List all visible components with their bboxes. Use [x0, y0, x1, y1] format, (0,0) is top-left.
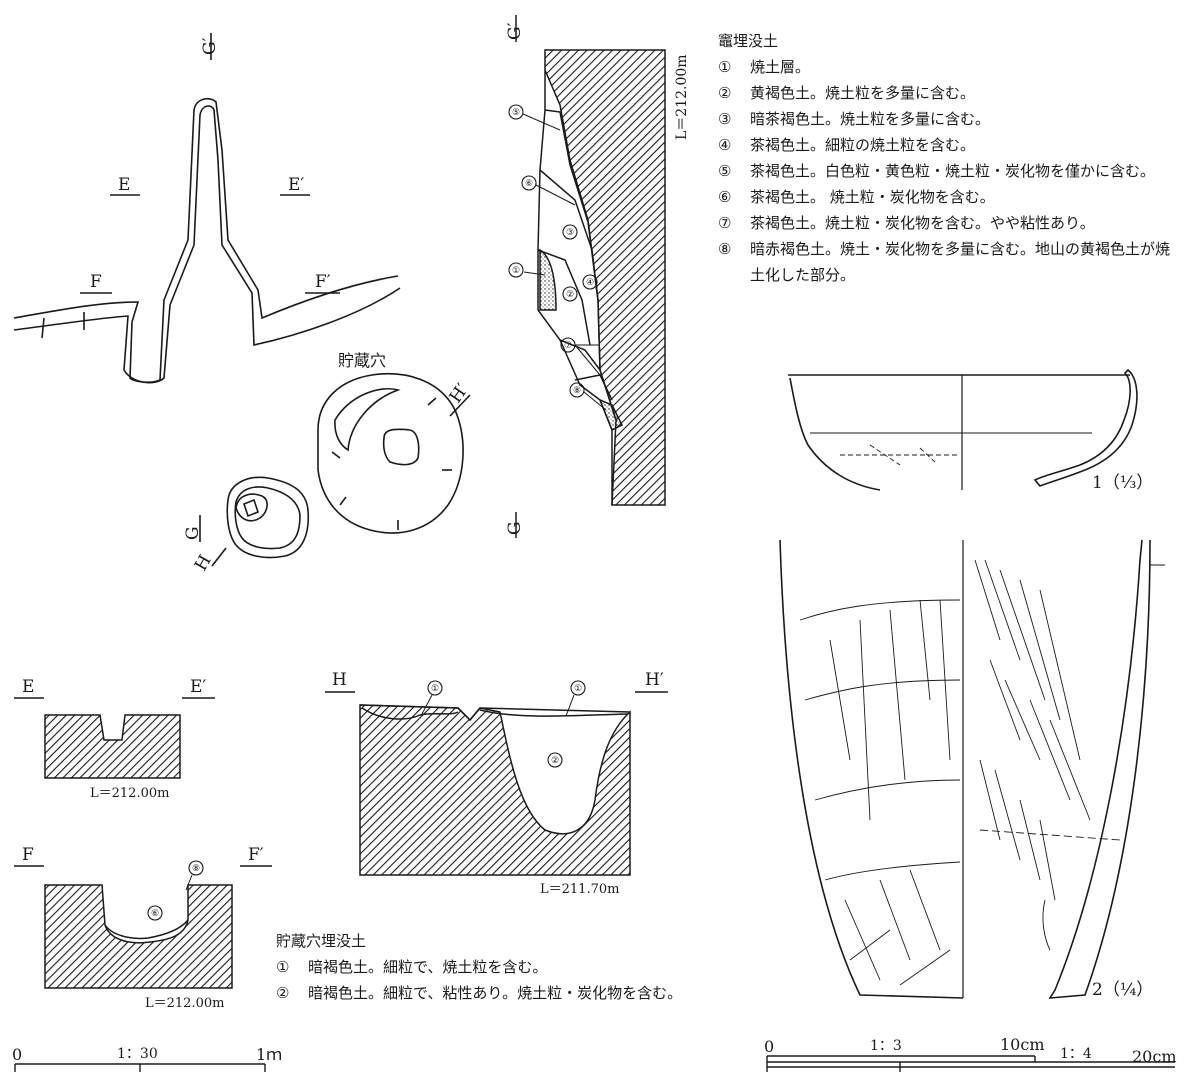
- section-gg-layer-7: ⑦: [564, 341, 572, 351]
- section-ff-layer-6: ⑥: [151, 909, 159, 919]
- section-gg-level: L＝212.00m: [674, 54, 690, 140]
- section-hh-left-label: H: [332, 670, 347, 690]
- section-hh-right-label: H′: [645, 670, 664, 690]
- legend-item-text: 焼土層。: [750, 58, 811, 76]
- plan-label-h: H: [191, 552, 216, 575]
- legend-item-number: ⑧: [718, 240, 732, 258]
- plan-pit-label: 貯蔵穴: [338, 351, 386, 370]
- pottery-vessel-2: 2（¼）: [779, 539, 1165, 1000]
- scale-right-ratio-2: 1：4: [1060, 1046, 1092, 1062]
- plan-label-f-prime: F′: [315, 272, 331, 292]
- small-pit-outline: [226, 476, 310, 559]
- legend-kamado-item: ⑧ 暗赤褐色土。焼土・炭化物を多量に含む。地山の黄褐色土が焼土化した部分。: [718, 236, 1180, 288]
- legend-item-number: ①: [276, 958, 290, 976]
- vessel-2-brush-marks-left: [799, 599, 961, 986]
- legend-kamado-item: ⑤ 茶褐色土。白色粒・黄色粒・焼土粒・炭化物を僅かに含む。: [718, 158, 1180, 184]
- section-ee-level: L＝212.00m: [90, 786, 169, 801]
- section-gg-layer-1: ①: [512, 266, 520, 276]
- section-gg-layer-6: ⑥: [525, 179, 533, 189]
- legend-pit-item: ② 暗褐色土。細粒で、粘性あり。焼土粒・炭化物を含む。: [276, 980, 754, 1006]
- legend-item-text: 暗褐色土。細粒で、焼土粒を含む。: [308, 958, 548, 976]
- section-gg-layer-3: ③: [566, 228, 574, 238]
- legend-kamado-item: ⑥ 茶褐色土。 焼土粒・炭化物を含む。: [718, 184, 1180, 210]
- legend-storage-pit: 貯蔵穴埋没土 ① 暗褐色土。細粒で、焼土粒を含む。 ② 暗褐色土。細粒で、粘性あり。…: [276, 928, 754, 1006]
- legend-kamado-title: 竈埋没土: [718, 32, 779, 50]
- legend-kamado-item: ⑦ 茶褐色土。焼土粒・炭化物を含む。やや粘性あり。: [718, 210, 1180, 236]
- section-hh-layer-2: ②: [551, 756, 559, 766]
- legend-item-text: 茶褐色土。白色粒・黄色粒・焼土粒・炭化物を僅かに含む。: [750, 162, 1156, 180]
- section-gg-top-label: G′: [505, 22, 525, 40]
- pottery-vessel-1: 1（⅓）: [788, 368, 1153, 493]
- scale-left-ratio: 1：30: [117, 1046, 158, 1062]
- scale-right-ratio-1: 1：3: [870, 1038, 902, 1054]
- legend-item-number: ④: [718, 136, 732, 154]
- vessel-2-brush-marks-right: [974, 559, 1121, 951]
- legend-kamado: 竈埋没土 ① 焼土層。 ② 黄褐色土。焼土粒を多量に含む。 ③ 暗茶褐色土。焼土粒を多…: [718, 28, 1180, 288]
- section-ee-right-label: E′: [190, 677, 206, 697]
- legend-item-number: ⑦: [718, 214, 732, 232]
- legend-item-text: 茶褐色土。細粒の焼土粒を含む。: [750, 136, 976, 154]
- scale-right-end-1: 10cm: [1000, 1035, 1045, 1054]
- section-ee: E E′ L＝212.00m: [14, 677, 215, 801]
- legend-item-text: 暗赤褐色土。焼土・炭化物を多量に含む。地山の黄褐色土が焼土化した部分。: [750, 240, 1171, 284]
- section-gg-layer-8: ⑧: [573, 386, 581, 396]
- legend-pit-title: 貯蔵穴埋没土: [276, 932, 367, 950]
- plan-label-e-prime: E′: [288, 175, 304, 195]
- plan-label-h-prime: H′: [446, 380, 473, 407]
- scale-bar-left: 0 1：30 1ｍ: [12, 1045, 282, 1072]
- legend-item-text: 暗茶褐色土。焼土粒を多量に含む。: [750, 110, 991, 128]
- section-ee-hatched: [44, 714, 181, 779]
- storage-pit-outline: [317, 372, 464, 534]
- section-gg-hatched-ground: [544, 49, 666, 506]
- legend-item-number: ⑥: [718, 188, 732, 206]
- section-hh-layer-1b: ①: [574, 684, 582, 694]
- vessel-1-label: 1（⅓）: [1092, 473, 1153, 493]
- section-ff-right-label: F′: [248, 845, 264, 865]
- section-hh: H H′ ① ① ② L＝211.70m: [325, 670, 668, 897]
- section-gg-bottom-label: G: [505, 521, 525, 535]
- legend-item-text: 黄褐色土。焼土粒を多量に含む。: [750, 84, 976, 102]
- scale-right-end-2: 20cm: [1132, 1047, 1177, 1066]
- section-ff-level: L＝212.00m: [145, 996, 224, 1011]
- legend-kamado-item: ① 焼土層。: [718, 54, 1180, 80]
- scale-right-zero: 0: [764, 1037, 774, 1056]
- plan-label-e: E: [118, 175, 130, 195]
- plan-label-f: F: [90, 272, 102, 292]
- scale-left-end: 1ｍ: [256, 1045, 282, 1064]
- plan-view: G′ E E′ F F′ 貯蔵穴 H′ G: [13, 33, 473, 575]
- section-gg: G′ L＝212.00m G ⑤ ⑥ ③ ① ② ④: [505, 15, 690, 538]
- section-gg-layer-4: ④: [586, 278, 594, 288]
- section-hh-level: L＝211.70m: [540, 882, 619, 897]
- scale-left-zero: 0: [12, 1045, 22, 1064]
- section-ff-hatched: [44, 884, 233, 989]
- kamado-outline: [13, 97, 399, 383]
- legend-item-text: 暗褐色土。細粒で、粘性あり。焼土粒・炭化物を含む。: [308, 984, 683, 1002]
- section-gg-layer-2: ②: [566, 290, 574, 300]
- section-ff-left-label: F: [22, 845, 34, 865]
- legend-item-number: ③: [718, 110, 732, 128]
- legend-kamado-item: ④ 茶褐色土。細粒の焼土粒を含む。: [718, 132, 1180, 158]
- legend-item-number: ⑤: [718, 162, 732, 180]
- legend-kamado-item: ② 黄褐色土。焼土粒を多量に含む。: [718, 80, 1180, 106]
- legend-item-text: 茶褐色土。 焼土粒・炭化物を含む。: [750, 188, 995, 206]
- legend-pit-item: ① 暗褐色土。細粒で、焼土粒を含む。: [276, 954, 754, 980]
- section-gg-layer-markers: [508, 104, 598, 398]
- section-gg-layer-5: ⑤: [512, 108, 520, 118]
- vessel-2-label: 2（¼）: [1092, 980, 1153, 1000]
- legend-kamado-item: ③ 暗茶褐色土。焼土粒を多量に含む。: [718, 106, 1180, 132]
- plan-label-g-prime: G′: [200, 37, 220, 55]
- scale-bar-right: 0 1：3 10cm 1：4 20cm: [764, 1035, 1177, 1072]
- legend-item-number: ②: [718, 84, 732, 102]
- legend-item-number: ①: [718, 58, 732, 76]
- section-hh-layer-1a: ①: [431, 684, 439, 694]
- plan-label-g: G: [183, 526, 203, 540]
- legend-item-number: ②: [276, 984, 290, 1002]
- section-ff-layer-8: ⑧: [192, 864, 200, 874]
- legend-item-text: 茶褐色土。焼土粒・炭化物を含む。やや粘性あり。: [750, 214, 1095, 232]
- section-ee-left-label: E: [22, 677, 34, 697]
- section-hh-hatched: [359, 704, 631, 876]
- section-ff: F F′ ⑧ ⑥ L＝212.00m: [14, 845, 272, 1011]
